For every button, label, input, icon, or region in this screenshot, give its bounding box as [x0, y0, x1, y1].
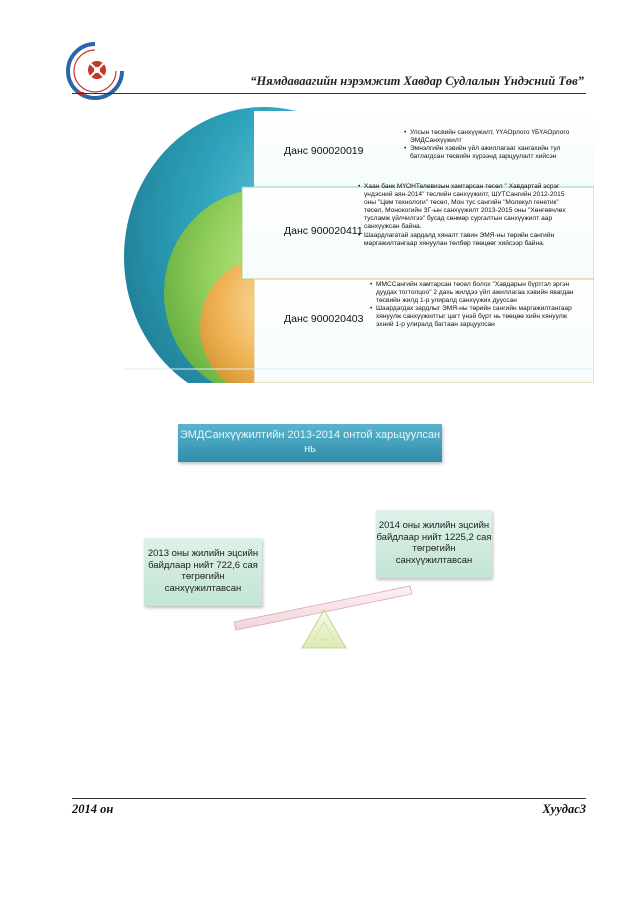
comparison-title: ЭМДСанхүүжилтийн 2013-2014 онтой харьцуу… [178, 424, 442, 462]
account-bullets-900020411: Хаан банк МҮОНТелевизын хамтарсан төсөл … [358, 183, 572, 248]
balance-scale-graphic [226, 570, 416, 660]
list-item: Эмнэлгийн хэвийн үйл ажиллагааг хангахий… [404, 145, 592, 161]
list-item: Шаардагдах зардлыг ЭМЯ-ны төрийн сангийн… [370, 305, 574, 329]
account-label-900020403: Данс 900020403 [284, 313, 363, 325]
footer-divider [72, 798, 586, 799]
account-bullets-900020403: ММССангийн хамтарсан төсөл болох "Хавдар… [370, 281, 574, 330]
account-label-900020019: Данс 900020019 [284, 145, 363, 157]
page-number: Хуудас3 [470, 802, 586, 817]
header-title: “Нямдаваагийн нэрэмжит Хавдар Судлалын Ү… [180, 74, 584, 89]
account-bullets-900020019: Улсын төсвийн санхүүжилт, ҮҮАОрлого ҮБҮА… [404, 129, 592, 161]
list-item: ММССангийн хамтарсан төсөл болох "Хавдар… [370, 281, 574, 305]
footer-year: 2014 он [72, 802, 113, 817]
list-item: Шаардлагатай зардалд хяналт тавин ЭМЯ-ны… [358, 232, 572, 248]
list-item: Улсын төсвийн санхүүжилт, ҮҮАОрлого ҮБҮА… [404, 129, 592, 145]
header-divider [72, 93, 586, 94]
year-2014-box: 2014 оны жилийн эцсийн байдлаар нийт 122… [376, 510, 492, 578]
account-label-900020411: Данс 900020411 [284, 225, 363, 237]
accounts-diagram: Данс 900020019 Улсын төсвийн санхүүжилт,… [124, 105, 594, 383]
list-item: Хаан банк МҮОНТелевизын хамтарсан төсөл … [358, 183, 572, 232]
